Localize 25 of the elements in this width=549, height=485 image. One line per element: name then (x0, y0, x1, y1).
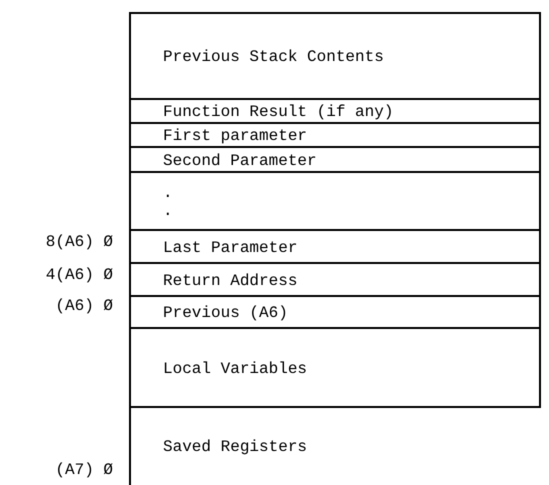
stack-cell (129, 122, 541, 148)
cell-label: Return Address (163, 272, 298, 290)
stack-cell (129, 295, 541, 329)
cell-label: Saved Registers (163, 438, 308, 456)
register-offset-label: (A6) Ø (55, 297, 113, 315)
stack-cell (129, 327, 541, 408)
cell-label: . (163, 202, 174, 220)
register-offset-label: (A7) Ø (55, 461, 113, 479)
register-offset-label: 8(A6) Ø (46, 233, 113, 251)
stack-cell (129, 406, 541, 485)
cell-label: First parameter (163, 127, 308, 145)
cell-label: . (163, 184, 174, 202)
stack-cell (129, 12, 541, 100)
cell-label: Last Parameter (163, 238, 298, 256)
cell-label: Previous (A6) (163, 304, 289, 322)
stack-cell (129, 262, 541, 297)
stack-cell (129, 146, 541, 173)
stack-cell (129, 229, 541, 264)
stack-cell (129, 98, 541, 124)
stack-cell (129, 171, 541, 231)
cell-label: Second Parameter (163, 152, 318, 170)
cell-label: Local Variables (163, 360, 308, 378)
cell-label: Function Result (if any) (163, 103, 394, 121)
cell-label: Previous Stack Contents (163, 48, 385, 66)
register-offset-label: 4(A6) Ø (46, 266, 113, 284)
